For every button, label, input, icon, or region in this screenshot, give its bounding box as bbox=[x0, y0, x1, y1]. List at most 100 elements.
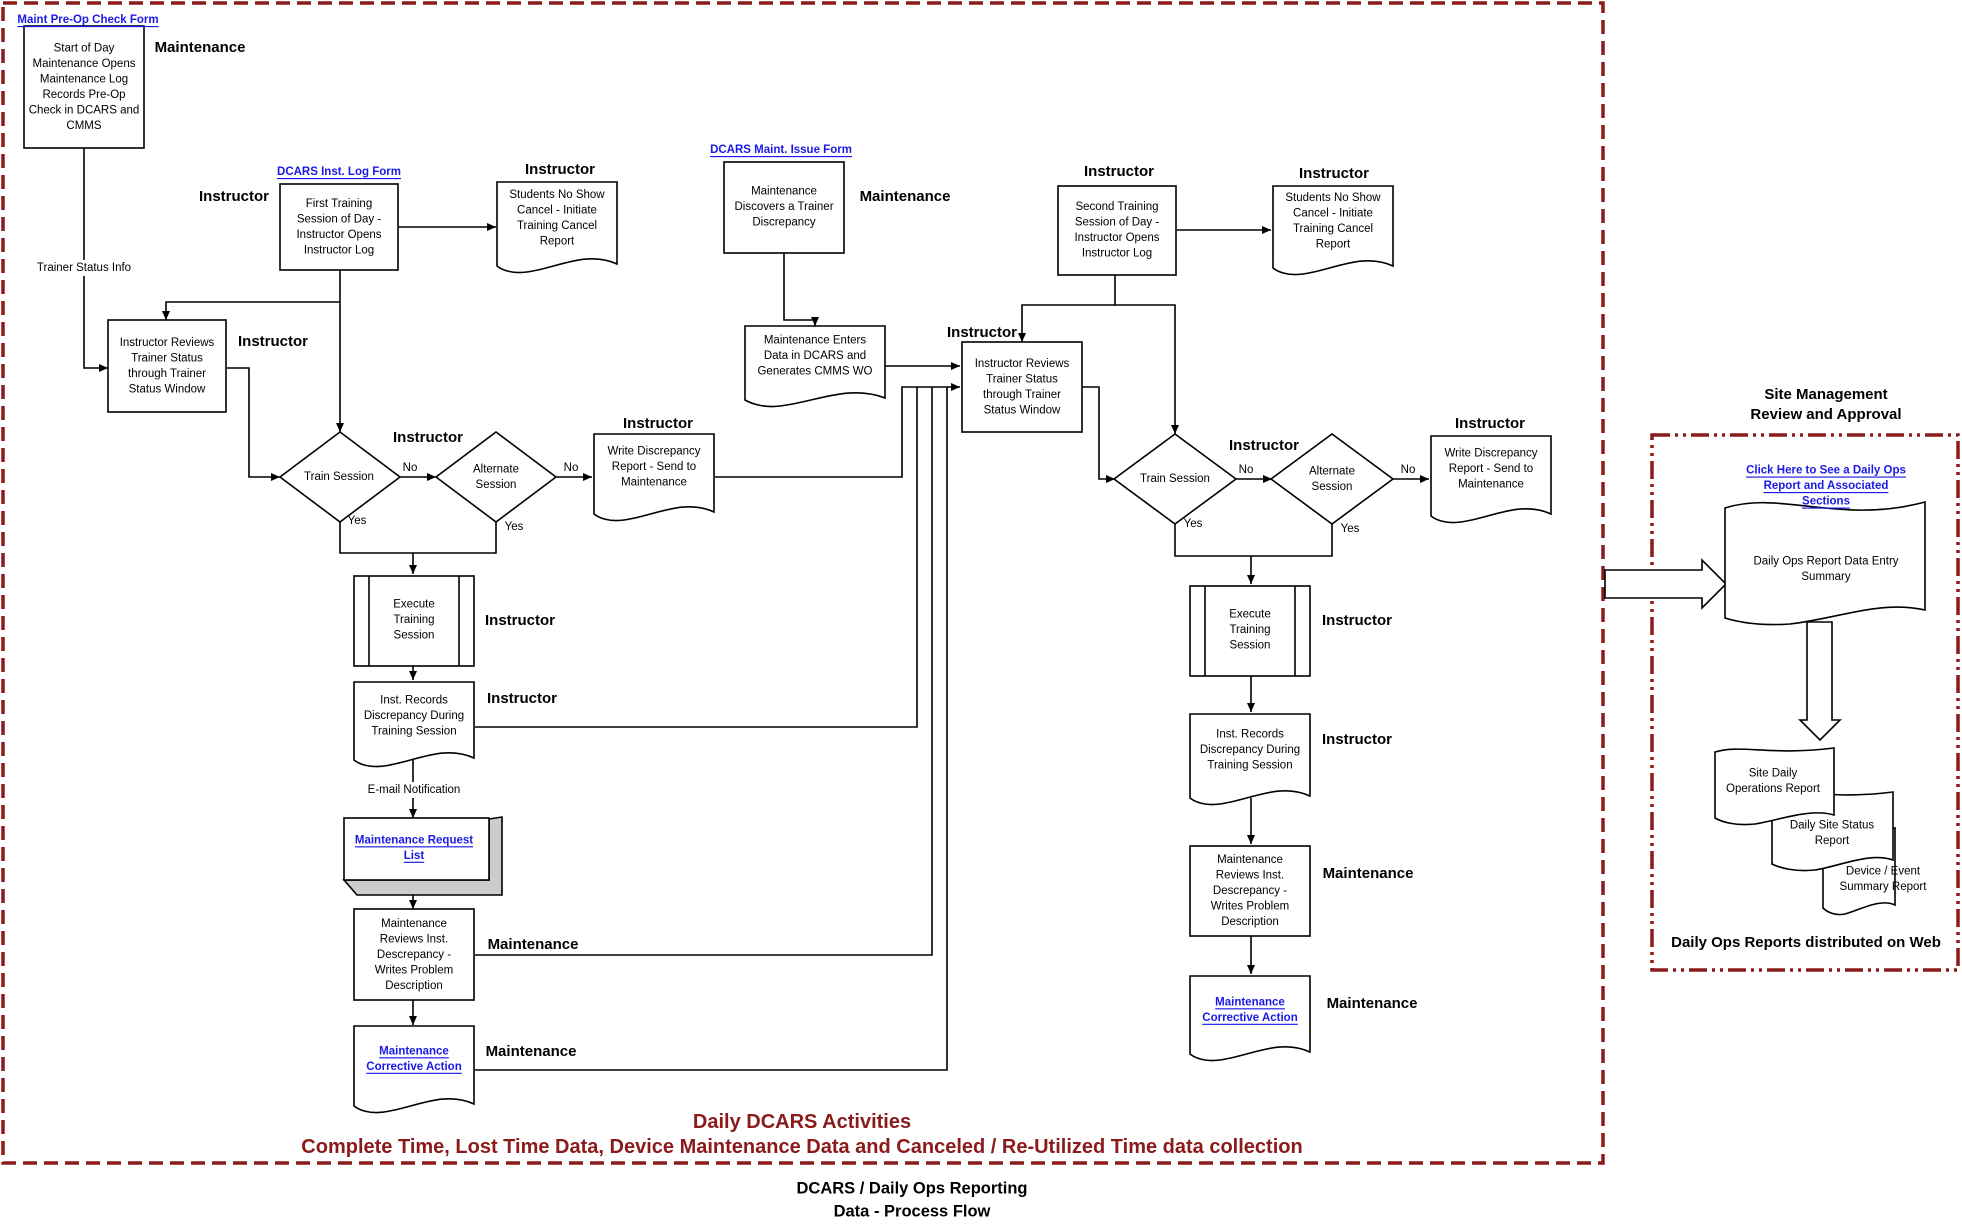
instructor-role-label: Instructor bbox=[1322, 731, 1392, 748]
train-session-decision-2 bbox=[1112, 433, 1238, 525]
maint-enters-doc bbox=[744, 325, 886, 408]
connector bbox=[475, 387, 918, 728]
maint-reviews-box-1 bbox=[353, 908, 475, 1001]
main-region-subtitle: Complete Time, Lost Time Data, Device Ma… bbox=[301, 1136, 1302, 1158]
label-background bbox=[350, 782, 478, 798]
connector bbox=[783, 253, 819, 326]
instructor-role-label: Instructor bbox=[1322, 612, 1392, 629]
instructor-role-label: Instructor bbox=[238, 333, 308, 350]
label-background bbox=[20, 260, 148, 276]
records-disc-doc-2 bbox=[1189, 713, 1311, 806]
reviews-status-box-1 bbox=[107, 319, 227, 413]
no-show-doc-2 bbox=[1272, 185, 1394, 276]
records-disc-doc-1 bbox=[353, 681, 475, 768]
instructor-role-label: Instructor bbox=[1229, 437, 1299, 454]
corrective-doc-1 bbox=[353, 1025, 475, 1114]
execute-box-1 bbox=[353, 575, 475, 667]
preop-form-link[interactable]: Maint Pre-Op Check Form bbox=[17, 14, 158, 26]
instructor-role-label: Instructor bbox=[487, 690, 557, 707]
trainer-status-info-label: Trainer Status Info bbox=[37, 262, 131, 274]
inst-log-form-link[interactable]: DCARS Inst. Log Form bbox=[277, 166, 401, 178]
instructor-role-label: Instructor bbox=[485, 612, 555, 629]
connector bbox=[1115, 304, 1179, 434]
no-show-doc-1 bbox=[496, 181, 618, 274]
maint-issue-form-link[interactable]: DCARS Maint. Issue Form bbox=[710, 144, 852, 156]
yes-label: Yes bbox=[1341, 523, 1360, 535]
corrective-doc-2 bbox=[1189, 975, 1311, 1062]
connector bbox=[1174, 524, 1333, 557]
reviews-status-box-2 bbox=[961, 341, 1083, 433]
ops-entry-summary-doc bbox=[1724, 500, 1926, 626]
maintenance-role-label: Maintenance bbox=[1323, 865, 1414, 882]
instructor-role-label: Instructor bbox=[623, 415, 693, 432]
second-session-box bbox=[1057, 185, 1177, 276]
write-discrepancy-doc-1 bbox=[593, 433, 715, 522]
connector bbox=[1082, 386, 1115, 483]
no-label: No bbox=[564, 462, 579, 474]
connector bbox=[83, 148, 108, 372]
instructor-role-label: Instructor bbox=[1455, 415, 1525, 432]
connector bbox=[475, 387, 933, 956]
instructor-role-label: Instructor bbox=[199, 188, 269, 205]
alternate-session-decision-2 bbox=[1269, 433, 1395, 525]
hollow-arrow bbox=[1798, 621, 1842, 742]
instructor-role-label: Instructor bbox=[1299, 165, 1369, 182]
site-daily-ops-doc bbox=[1714, 747, 1835, 826]
start-of-day-box bbox=[23, 25, 145, 149]
maint-request-list-box bbox=[343, 817, 490, 881]
yes-label: Yes bbox=[505, 521, 524, 533]
connector bbox=[1018, 275, 1116, 342]
first-session-box bbox=[279, 183, 399, 271]
yes-label: Yes bbox=[348, 515, 367, 527]
site-management-region bbox=[1650, 433, 1960, 972]
instructor-role-label: Instructor bbox=[525, 161, 595, 178]
maintenance-role-label: Maintenance bbox=[488, 936, 579, 953]
yes-label: Yes bbox=[1184, 518, 1203, 530]
maint-reviews-box-2 bbox=[1189, 845, 1311, 937]
connector bbox=[715, 383, 960, 478]
write-discrepancy-doc-2 bbox=[1430, 435, 1552, 524]
train-session-label: Train Session bbox=[1140, 473, 1210, 485]
instructor-role-label: Instructor bbox=[1084, 163, 1154, 180]
hollow-arrow bbox=[1604, 558, 1728, 610]
train-session-decision-1 bbox=[278, 431, 402, 523]
maint-discovers-box bbox=[723, 161, 845, 254]
instructor-role-label: Instructor bbox=[947, 324, 1017, 341]
execute-box-2 bbox=[1189, 585, 1311, 677]
maintenance-role-label: Maintenance bbox=[155, 39, 246, 56]
site-region-footer: Daily Ops Reports distributed on Web bbox=[1671, 934, 1941, 951]
instructor-role-label: Instructor bbox=[393, 429, 463, 446]
connector bbox=[227, 367, 280, 481]
connectors bbox=[83, 148, 1842, 1071]
no-label: No bbox=[1239, 464, 1254, 476]
connector bbox=[162, 301, 340, 320]
